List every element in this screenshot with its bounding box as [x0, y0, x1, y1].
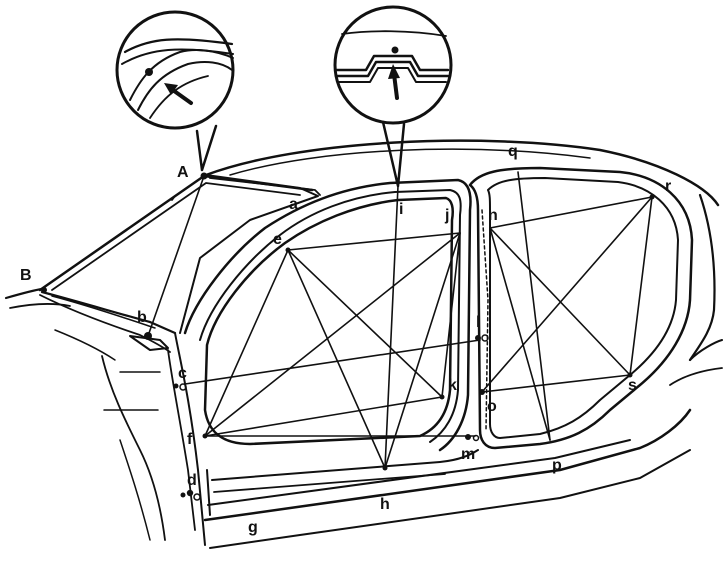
label-B: B	[20, 267, 32, 284]
label-j: j	[444, 207, 449, 224]
point-A-marker	[200, 172, 208, 180]
label-A: A	[177, 164, 189, 181]
label-k: k	[448, 377, 457, 394]
label-f: f	[187, 431, 193, 448]
label-n: n	[488, 207, 498, 224]
label-c: c	[178, 365, 187, 382]
point-e-marker	[285, 247, 291, 253]
point-o-marker	[479, 389, 485, 395]
label-b: b	[137, 309, 147, 326]
measure-point-dot	[391, 46, 399, 54]
label-q: q	[508, 143, 518, 160]
label-e: e	[273, 231, 282, 248]
point-d-hole	[193, 493, 201, 501]
point-k-marker	[439, 394, 445, 400]
label-g: g	[248, 519, 258, 536]
label-d: d	[187, 472, 197, 489]
point-d-marker-2	[186, 489, 194, 497]
point-c-marker	[173, 383, 179, 389]
roof-seam-detail	[333, 5, 453, 188]
label-a: a	[289, 196, 298, 213]
point-B-marker	[41, 287, 47, 293]
label-o: o	[487, 398, 497, 415]
point-s-marker	[627, 372, 633, 378]
label-h: h	[380, 496, 390, 513]
point-f-marker	[202, 433, 208, 439]
label-p: p	[552, 457, 562, 474]
arrow-icon	[388, 64, 400, 100]
point-r-marker	[649, 194, 655, 200]
roof-corner-detail	[115, 10, 235, 172]
measure-point-dot	[145, 68, 153, 76]
label-r: r	[665, 178, 671, 195]
label-l: l	[476, 314, 480, 331]
point-l-marker	[475, 335, 481, 341]
point-h-marker	[382, 465, 388, 471]
point-m-hole	[472, 434, 480, 442]
point-d-marker	[180, 492, 186, 498]
point-l-hole	[481, 334, 489, 342]
body-outline	[4, 139, 723, 549]
point-labels: A B a b c d e f g h i j k l m n o p q r …	[20, 143, 671, 536]
label-i: i	[399, 201, 403, 218]
label-m: m	[461, 446, 475, 463]
point-b-marker	[144, 332, 152, 340]
arrow-icon	[164, 83, 193, 105]
label-s: s	[628, 377, 637, 394]
point-m-marker	[465, 434, 471, 440]
measurement-lines	[147, 171, 653, 469]
point-c-hole	[179, 383, 187, 391]
reference-points	[41, 172, 655, 501]
